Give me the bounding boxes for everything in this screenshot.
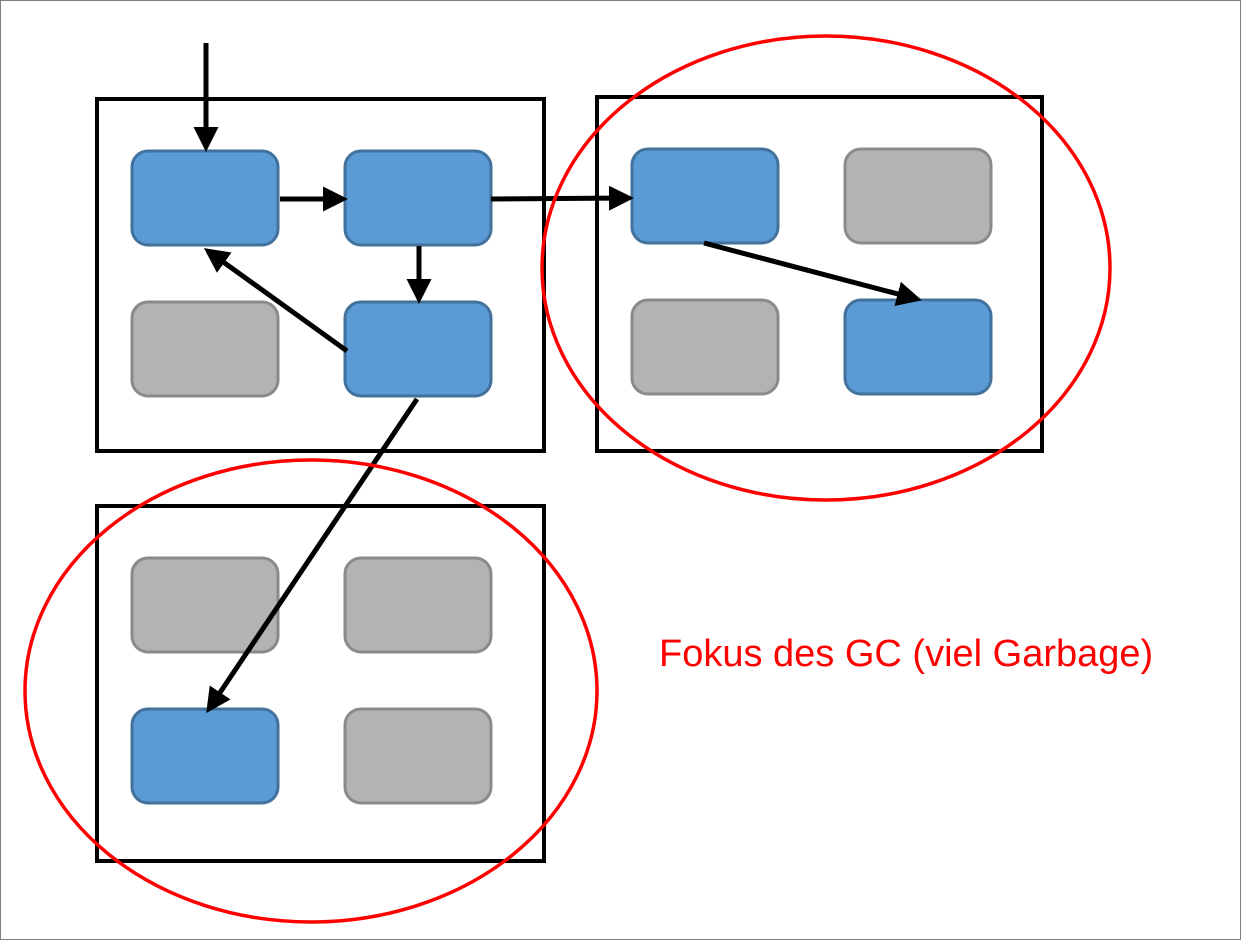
reference-arrow-r1-top-right-to-r2-top-left [490, 185, 634, 211]
region-top-right [595, 95, 1044, 453]
reference-arrow-r2-top-left-to-r2-bottom-right [703, 240, 922, 307]
reference-arrow-r1-bottom-right-to-r3-bottom-left [206, 397, 420, 714]
region-bottom-left [95, 504, 546, 863]
live-object-r2-bottom-right [843, 298, 993, 396]
gc-focus-annotation: Fokus des GC (viel Garbage) [659, 633, 1154, 675]
reference-arrow-r1-bottom-right-to-r1-top-left [203, 248, 349, 354]
live-object-r3-bottom-left [130, 707, 280, 805]
region-top-left [95, 97, 546, 453]
garbage-object-r2-bottom-left [630, 298, 780, 396]
garbage-object-r3-bottom-right [343, 707, 493, 805]
garbage-object-r1-bottom-left [130, 300, 280, 398]
gc-focus-ellipse-region-bottom-left [23, 458, 599, 924]
live-object-r1-top-left [130, 149, 280, 247]
live-object-r1-top-right [343, 149, 493, 247]
garbage-object-r3-top-right [343, 556, 493, 654]
live-object-r2-top-left [630, 147, 780, 245]
live-object-r1-bottom-right [343, 300, 493, 398]
garbage-object-r2-top-right [843, 147, 993, 245]
gc-focus-ellipse-region-top-right [540, 34, 1112, 502]
